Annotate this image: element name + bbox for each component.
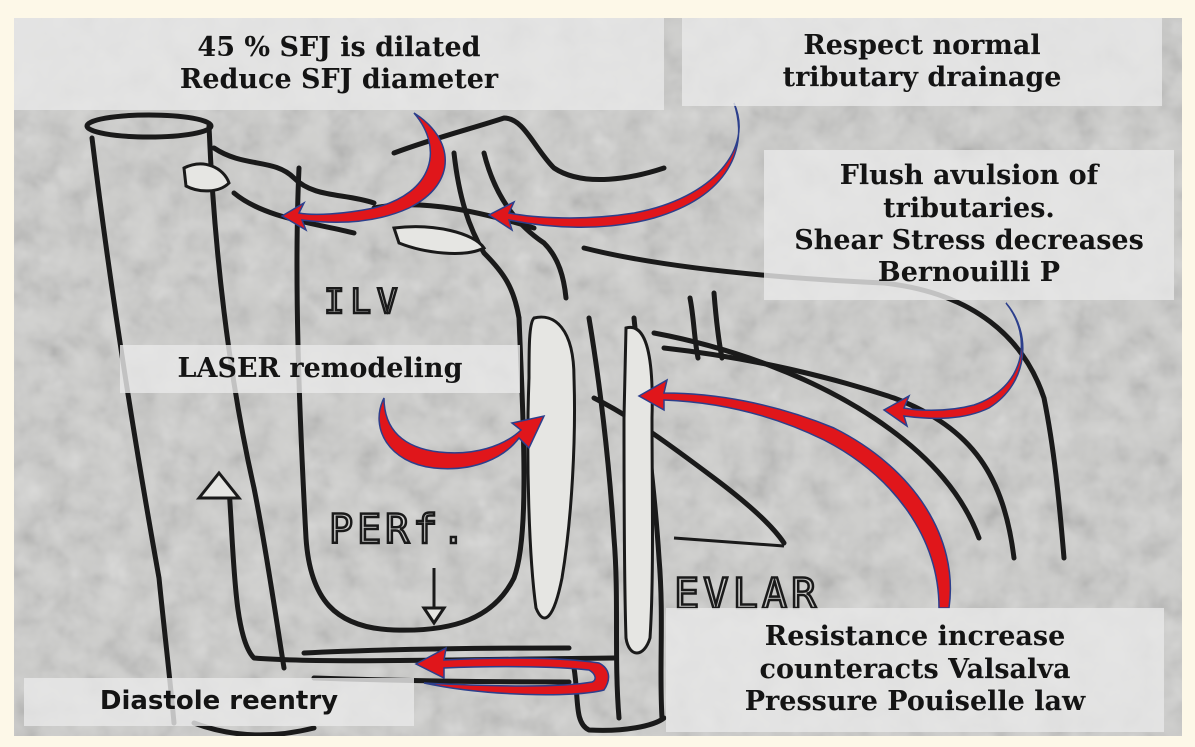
callout-diastole-line1: Diastole reentry [24, 686, 414, 717]
sketch-paper: ILV PERf. EVLAR 45 % SFJ is dilated Redu… [14, 18, 1182, 736]
callout-tributary: Respect normal tributary drainage [682, 18, 1162, 106]
callout-sfj: 45 % SFJ is dilated Reduce SFJ diameter [14, 18, 664, 110]
callout-laser-line1: LASER remodeling [120, 353, 520, 385]
callout-resistance: Resistance increase counteracts Valsalva… [666, 608, 1164, 732]
sketch-label-vein: ILV [324, 282, 403, 322]
trunk-fill [624, 327, 653, 653]
callout-avulsion-line1: Flush avulsion of [764, 160, 1174, 192]
callout-avulsion-line4: Bernouilli P [764, 257, 1174, 289]
callout-sfj-line2: Reduce SFJ diameter [14, 64, 664, 96]
callout-resistance-line2: counteracts Valsalva [666, 654, 1164, 686]
callout-avulsion-line3: Shear Stress decreases [764, 225, 1174, 257]
callout-sfj-line1: 45 % SFJ is dilated [14, 32, 664, 64]
callout-tributary-line1: Respect normal [682, 30, 1162, 62]
callout-resistance-line1: Resistance increase [666, 621, 1164, 653]
callout-avulsion: Flush avulsion of tributaries. Shear Str… [764, 150, 1174, 300]
callout-resistance-line3: Pressure Pouiselle law [666, 686, 1164, 718]
sketch-label-perforator: PERf. [329, 507, 469, 553]
callout-avulsion-line2: tributaries. [764, 193, 1174, 225]
callout-tributary-line2: tributary drainage [682, 62, 1162, 94]
callout-laser: LASER remodeling [120, 345, 520, 393]
callout-diastole: Diastole reentry [24, 678, 414, 726]
